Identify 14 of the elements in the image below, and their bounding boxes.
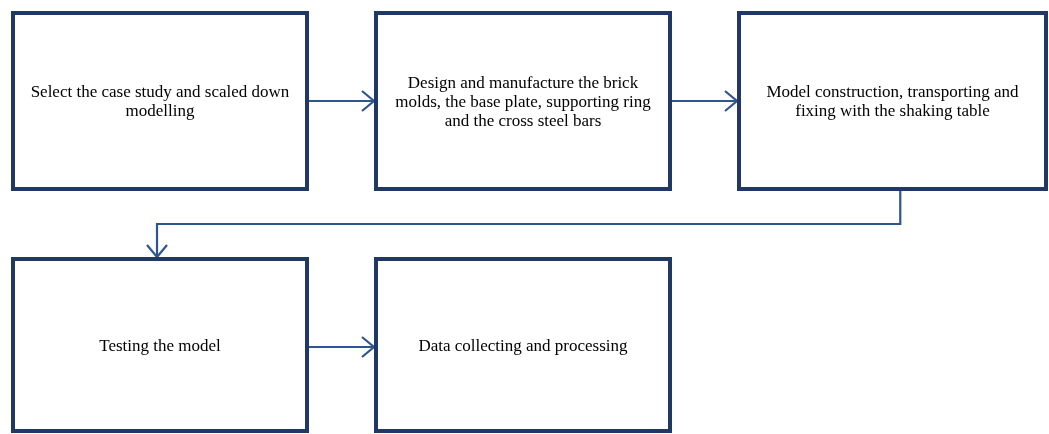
process-box <box>11 257 309 433</box>
arrow <box>309 89 376 113</box>
step-text: Design and manufacture the brick molds, the base plate, supporting ring and the cross steel bars <box>394 72 652 130</box>
arrow <box>672 89 739 113</box>
step-text: Data collecting and processing <box>418 335 628 355</box>
process-box <box>374 11 672 191</box>
step-text: Model construction, transporting and fixing with the shaking table <box>765 82 1020 120</box>
process-box <box>11 11 309 191</box>
step-text: Testing the model <box>99 335 221 355</box>
process-box <box>737 11 1048 191</box>
arrow <box>145 191 902 259</box>
process-box <box>374 257 672 433</box>
step-text: Select the case study and scaled down modelling <box>29 82 291 120</box>
arrow <box>309 335 376 359</box>
